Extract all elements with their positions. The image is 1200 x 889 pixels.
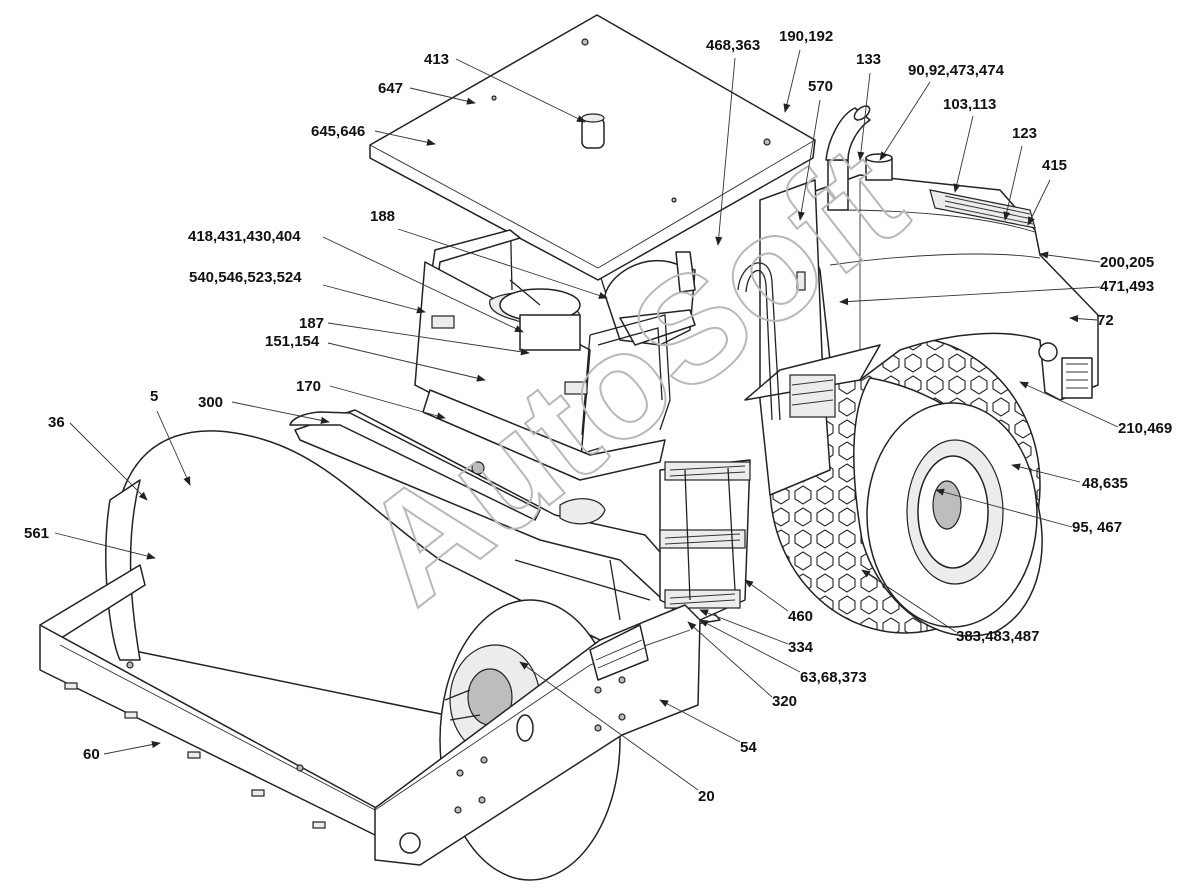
exhaust-pipe [825,105,893,211]
leader-line [374,130,436,146]
part-callout-label: 188 [370,208,395,225]
leader-line [327,322,530,356]
leader-line [322,236,524,333]
leader-line [1011,463,1081,483]
leader-line [857,72,871,161]
leader-line [409,87,476,105]
part-callout-label: 190,192 [779,28,833,45]
leader-line [861,569,957,633]
leader-line [935,488,1073,528]
operator-platform [414,229,696,471]
callout-labels: 413 647 645,646 468,363 190,192 133 570 90,92,4… [24,28,1172,805]
leader-line [69,422,148,501]
leader-line [231,401,330,424]
leader-line [397,228,608,299]
part-callout-label: 20 [698,788,715,805]
leader-line [54,532,156,560]
part-callout-label: 151,154 [265,333,320,350]
leader-line [659,699,741,743]
leader-line [699,619,801,673]
leader-line [1069,315,1098,323]
leader-line [327,342,486,382]
part-callout-label: 468,363 [706,37,760,54]
part-callout-label: 5 [150,388,158,405]
part-callout-label: 63,68,373 [800,669,867,686]
drum-side-plate [374,604,701,866]
leader-line [1027,179,1051,226]
leader-line [455,58,586,123]
part-callout-label: 90,92,473,474 [908,62,1005,79]
part-callout-label: 460 [788,608,813,625]
part-callout-label: 72 [1097,312,1114,329]
part-callout-label: 413 [424,51,449,68]
leader-line [687,621,773,698]
part-callout-label: 48,635 [1082,475,1128,492]
part-callout-label: 103,113 [943,96,996,113]
part-callout-label: 187 [299,315,324,332]
leader-line [1003,145,1023,221]
leader-line [839,286,1101,306]
part-callout-label: 60 [83,746,100,763]
leader-line [879,81,931,161]
part-callout-label: 170 [296,378,321,395]
part-callout-label: 123 [1012,125,1037,142]
part-callout-label: 300 [198,394,223,411]
leader-line [322,284,426,314]
part-callout-label: 570 [808,78,833,95]
leader-line [156,410,191,486]
part-callout-label: 561 [24,525,49,542]
cab-frame [509,179,881,496]
part-callout-label: 210,469 [1118,420,1172,437]
leader-line [103,741,161,755]
leader-line [699,609,789,645]
rear-tire [769,336,1043,637]
part-callout-label: 540,546,523,524 [189,269,302,286]
part-callout-label: 415 [1042,157,1067,174]
leader-line [1019,381,1119,428]
engine-hood [789,174,1099,401]
access-steps [659,459,751,621]
part-callout-label: 383,483,487 [956,628,1039,645]
part-callout-label: 418,431,430,404 [188,228,301,245]
leader-line [783,49,801,113]
leader-line [953,115,974,193]
leader-line [715,57,736,246]
leader-line [519,661,699,791]
part-callout-label: 133 [856,51,881,68]
leader-line [1039,251,1101,263]
part-callout-label: 647 [378,80,403,97]
part-callout-label: 645,646 [311,123,365,140]
part-callout-label: 334 [788,639,814,656]
part-callout-label: 200,205 [1100,254,1154,271]
part-callout-label: 36 [48,414,65,431]
leader-lines [54,49,1119,791]
leader-line [797,99,821,221]
part-callout-label: 471,493 [1100,278,1154,295]
part-callout-label: 54 [740,739,757,756]
part-callout-label: 320 [772,693,797,710]
canopy-roof [369,14,816,281]
leader-line [744,579,789,612]
leader-line [329,385,446,420]
part-callout-label: 95, 467 [1072,519,1122,536]
